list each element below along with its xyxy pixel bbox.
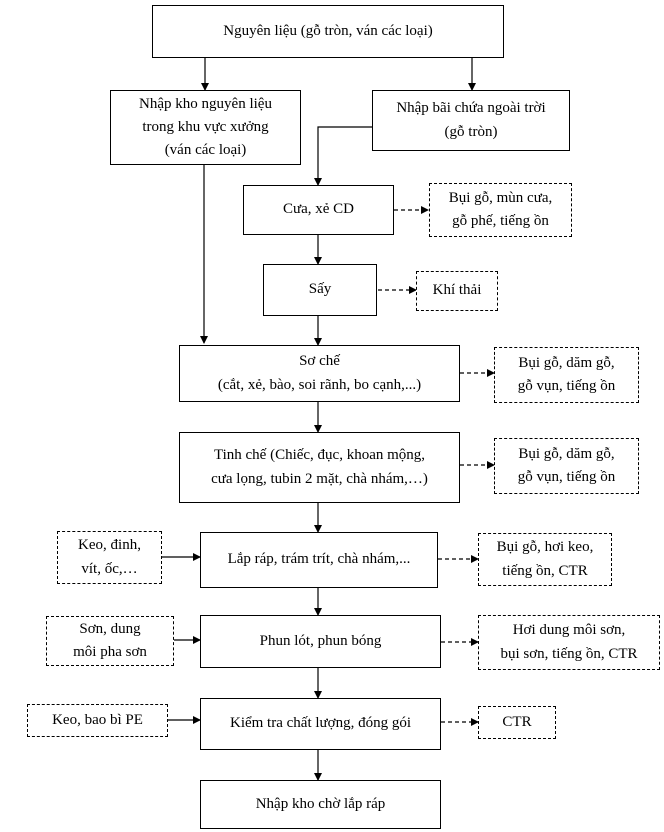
node-paint-input-line-2: môi pha sơn [73, 644, 147, 660]
node-dry: Sấy [263, 264, 377, 316]
node-paint-input-line-1: Sơn, dung [79, 620, 141, 637]
node-assembly-input: Keo, đinh, vít, ốc,… [57, 531, 162, 584]
node-store-indoor-line-2: trong khu vực xưởng [142, 118, 269, 135]
node-fine-waste: Bụi gỗ, dăm gỗ, gỗ vụn, tiếng ồn [494, 438, 639, 494]
node-rough: Sơ chế (cắt, xẻ, bào, soi rãnh, bo cạnh,… [179, 345, 460, 402]
node-fine-waste-line-2: gỗ vụn, tiếng ồn [517, 469, 616, 485]
node-saw-waste-line-1: Bụi gỗ, mùn cưa, [448, 189, 553, 206]
node-assembly-input-line-1: Keo, đinh, [78, 537, 141, 554]
node-store-indoor: Nhập kho nguyên liệu trong khu vực xưởng… [110, 90, 301, 165]
node-rough-line-2: (cắt, xẻ, bào, soi rãnh, bo cạnh,...) [217, 376, 422, 393]
node-store-indoor-line-1: Nhập kho nguyên liệu [139, 95, 272, 112]
node-dry-waste-line-1: Khí thải [432, 282, 482, 299]
node-final-line-1: Nhập kho chờ lắp ráp [255, 795, 386, 812]
node-raw-material: Nguyên liệu (gỗ tròn, ván các loại) [152, 5, 504, 58]
node-store-indoor-line-3: (ván các loại) [164, 142, 247, 159]
node-fine: Tinh chế (Chiếc, đục, khoan mộng, cưa lọ… [179, 432, 460, 503]
node-fine-line-1: Tinh chế (Chiếc, đục, khoan mộng, [213, 447, 426, 464]
node-qc-line-1: Kiểm tra chất lượng, đóng gói [229, 715, 412, 732]
node-qc-input-line-1: Keo, bao bì PE [52, 711, 143, 728]
node-paint-waste-line-2: bụi sơn, tiếng ồn, CTR [500, 645, 638, 662]
node-assembly-input-line-2: vít, ốc,… [81, 560, 138, 577]
node-qc-input: Keo, bao bì PE [27, 704, 168, 737]
node-paint-waste: Hơi dung môi sơn, bụi sơn, tiếng ồn, CTR [478, 615, 660, 670]
node-saw: Cưa, xẻ CD [243, 185, 394, 235]
node-rough-waste-line-2: gỗ vụn, tiếng ồn [517, 378, 616, 394]
node-dry-waste: Khí thải [416, 271, 498, 311]
arrow-outdoor-to-saw [314, 126, 372, 186]
node-assembly-waste-line-2: tiếng ồn, CTR [502, 562, 588, 579]
node-store-outdoor-line-2: (gỗ tròn) [444, 123, 498, 140]
node-rough-waste: Bụi gỗ, dăm gỗ, gỗ vụn, tiếng ồn [494, 347, 639, 403]
node-store-outdoor-line-1: Nhập bãi chứa ngoài trời [396, 100, 546, 117]
node-assembly-line-1: Lắp ráp, trám trít, chà nhám,... [227, 551, 411, 568]
node-paint-input: Sơn, dung môi pha sơn [46, 616, 174, 666]
node-paint-line-1: Phun lót, phun bóng [259, 632, 382, 649]
node-raw-material-line-1: Nguyên liệu (gỗ tròn, ván các loại) [223, 22, 433, 39]
node-rough-line-1: Sơ chế [299, 353, 340, 370]
node-rough-waste-line-1: Bụi gỗ, dăm gỗ, [518, 354, 615, 371]
node-assembly-waste-line-1: Bụi gỗ, hơi keo, [496, 539, 594, 556]
node-fine-waste-line-1: Bụi gỗ, dăm gỗ, [518, 445, 615, 462]
node-qc-waste: CTR [478, 706, 556, 739]
node-saw-waste: Bụi gỗ, mùn cưa, gỗ phế, tiếng ồn [429, 183, 572, 237]
node-qc-waste-line-1: CTR [502, 713, 532, 730]
node-paint: Phun lót, phun bóng [200, 615, 441, 668]
node-paint-waste-line-1: Hơi dung môi sơn, [512, 622, 626, 639]
node-dry-line-1: Sấy [308, 281, 332, 298]
node-saw-waste-line-2: gỗ phế, tiếng ồn [452, 213, 549, 229]
node-saw-line-1: Cưa, xẻ CD [282, 201, 355, 218]
node-assembly: Lắp ráp, trám trít, chà nhám,... [200, 532, 438, 588]
node-fine-line-2: cưa lọng, tubin 2 mặt, chà nhám,…) [211, 470, 428, 487]
node-assembly-waste: Bụi gỗ, hơi keo, tiếng ồn, CTR [478, 533, 612, 586]
node-final: Nhập kho chờ lắp ráp [200, 780, 441, 829]
node-qc: Kiểm tra chất lượng, đóng gói [200, 698, 441, 750]
node-store-outdoor: Nhập bãi chứa ngoài trời (gỗ tròn) [372, 90, 570, 151]
